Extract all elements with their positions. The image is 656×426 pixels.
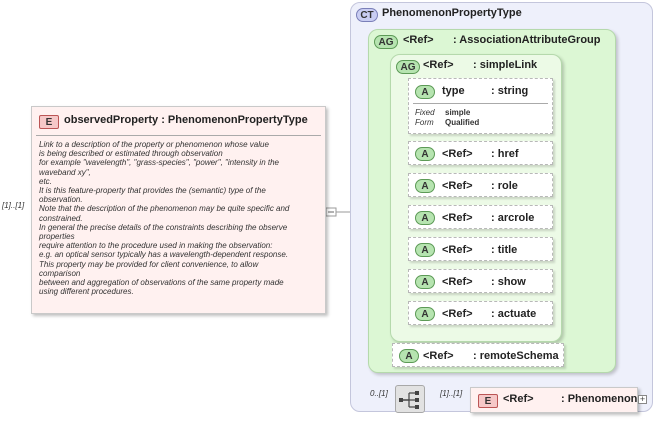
element-divider [36,135,321,136]
remote-schema-badge: A [399,349,419,363]
attribute-ref: <Ref> [442,180,473,192]
attribute-ref: <Ref> [442,212,473,224]
attribute-type: : show [491,276,526,288]
remote-schema-ref: <Ref> [423,350,454,362]
documentation-line: e.g. an optical sensor typically has a w… [39,250,289,260]
expand-icon[interactable]: + [638,394,647,404]
attribute-href[interactable]: A <Ref> : href [408,141,553,165]
type-attribute-divider [413,103,548,104]
documentation-line: constrained. [39,213,83,223]
attribute-show[interactable]: A <Ref> : show [408,269,553,293]
attribute-badge: A [415,211,435,225]
documentation-line: observation. [39,195,83,205]
documentation-line: comparison [39,268,81,278]
remote-schema-type: : remoteSchema [473,350,559,362]
documentation-line: between and aggregation of observations … [39,278,284,288]
form-value: Qualified [445,118,480,127]
type-attribute[interactable]: A type : string Fixed simple Form Qualif… [408,78,553,134]
phenomenon-element[interactable]: E <Ref> : Phenomenon [470,387,638,413]
element-documentation: Link to a description of the property or… [39,140,319,296]
attribute-ref: <Ref> [442,244,473,256]
documentation-line: etc. [39,176,52,186]
fixed-value: simple [445,108,471,117]
attribute-type: : role [491,180,518,192]
attribute-actuate[interactable]: A <Ref> : actuate [408,301,553,325]
documentation-line: It is this feature-property that provide… [39,186,266,196]
documentation-line: Link to a description of the property or… [39,140,269,149]
attribute-type: : title [491,244,518,256]
attribute-group-badge: AG [374,35,398,49]
observed-property-element[interactable]: E observedProperty : PhenomenonPropertyT… [31,106,326,314]
attribute-badge: A [415,243,435,257]
attribute-badge: A [415,275,435,289]
documentation-line: for example "wavelength", "grass-species… [39,158,279,168]
attribute-ref: <Ref> [442,308,473,320]
complex-type-badge: CT [356,8,378,22]
phenomenon-type: : Phenomenon [561,393,638,405]
fixed-label: Fixed [415,108,435,117]
attribute-ref: <Ref> [442,276,473,288]
complex-type-title: PhenomenonPropertyType [382,7,522,19]
documentation-line: This property may be provided for client… [39,259,259,269]
phenomenon-multiplicity: [1]..[1] [440,389,463,398]
documentation-line: using different procedures. [39,287,134,297]
simple-link-ref: <Ref> [423,59,454,71]
attribute-group-ref: <Ref> [403,34,434,46]
documentation-line: properties [39,232,75,242]
documentation-line: Note that the description of the phenome… [39,204,290,214]
simple-link-type: : simpleLink [473,59,538,71]
attribute-badge: A [415,147,435,161]
attribute-badge: A [415,307,435,321]
attribute-type: : arcrole [491,212,535,224]
attribute-ref: <Ref> [442,148,473,160]
attribute-arcrole[interactable]: A <Ref> : arcrole [408,205,553,229]
simple-link-badge: AG [396,60,420,74]
type-attribute-name: type [442,85,465,97]
form-label: Form [415,118,434,127]
documentation-line: waveband xy", [39,167,91,177]
attribute-title[interactable]: A <Ref> : title [408,237,553,261]
attribute-type: : actuate [491,308,537,320]
attribute-remote-schema[interactable]: A <Ref> : remoteSchema [392,343,564,367]
phenomenon-ref: <Ref> [503,393,534,405]
phenomenon-badge: E [478,394,498,408]
type-attribute-type: : string [491,85,529,97]
element-badge: E [39,115,59,129]
element-multiplicity: [1]..[1] [2,201,25,210]
documentation-line: is being described or estimated through … [39,149,223,159]
documentation-line: require attention to the procedure used … [39,241,273,251]
sequence-icon [399,391,419,409]
sequence-multiplicity: 0..[1] [370,389,388,398]
attribute-type: : href [491,148,519,160]
sequence-compositor[interactable] [395,385,425,413]
element-title: observedProperty : PhenomenonPropertyTyp… [64,114,308,126]
attribute-badge: A [415,179,435,193]
type-attribute-badge: A [415,85,435,99]
documentation-line: In general the precise details of the co… [39,222,288,232]
attribute-role[interactable]: A <Ref> : role [408,173,553,197]
attribute-group-type: : AssociationAttributeGroup [453,34,601,46]
